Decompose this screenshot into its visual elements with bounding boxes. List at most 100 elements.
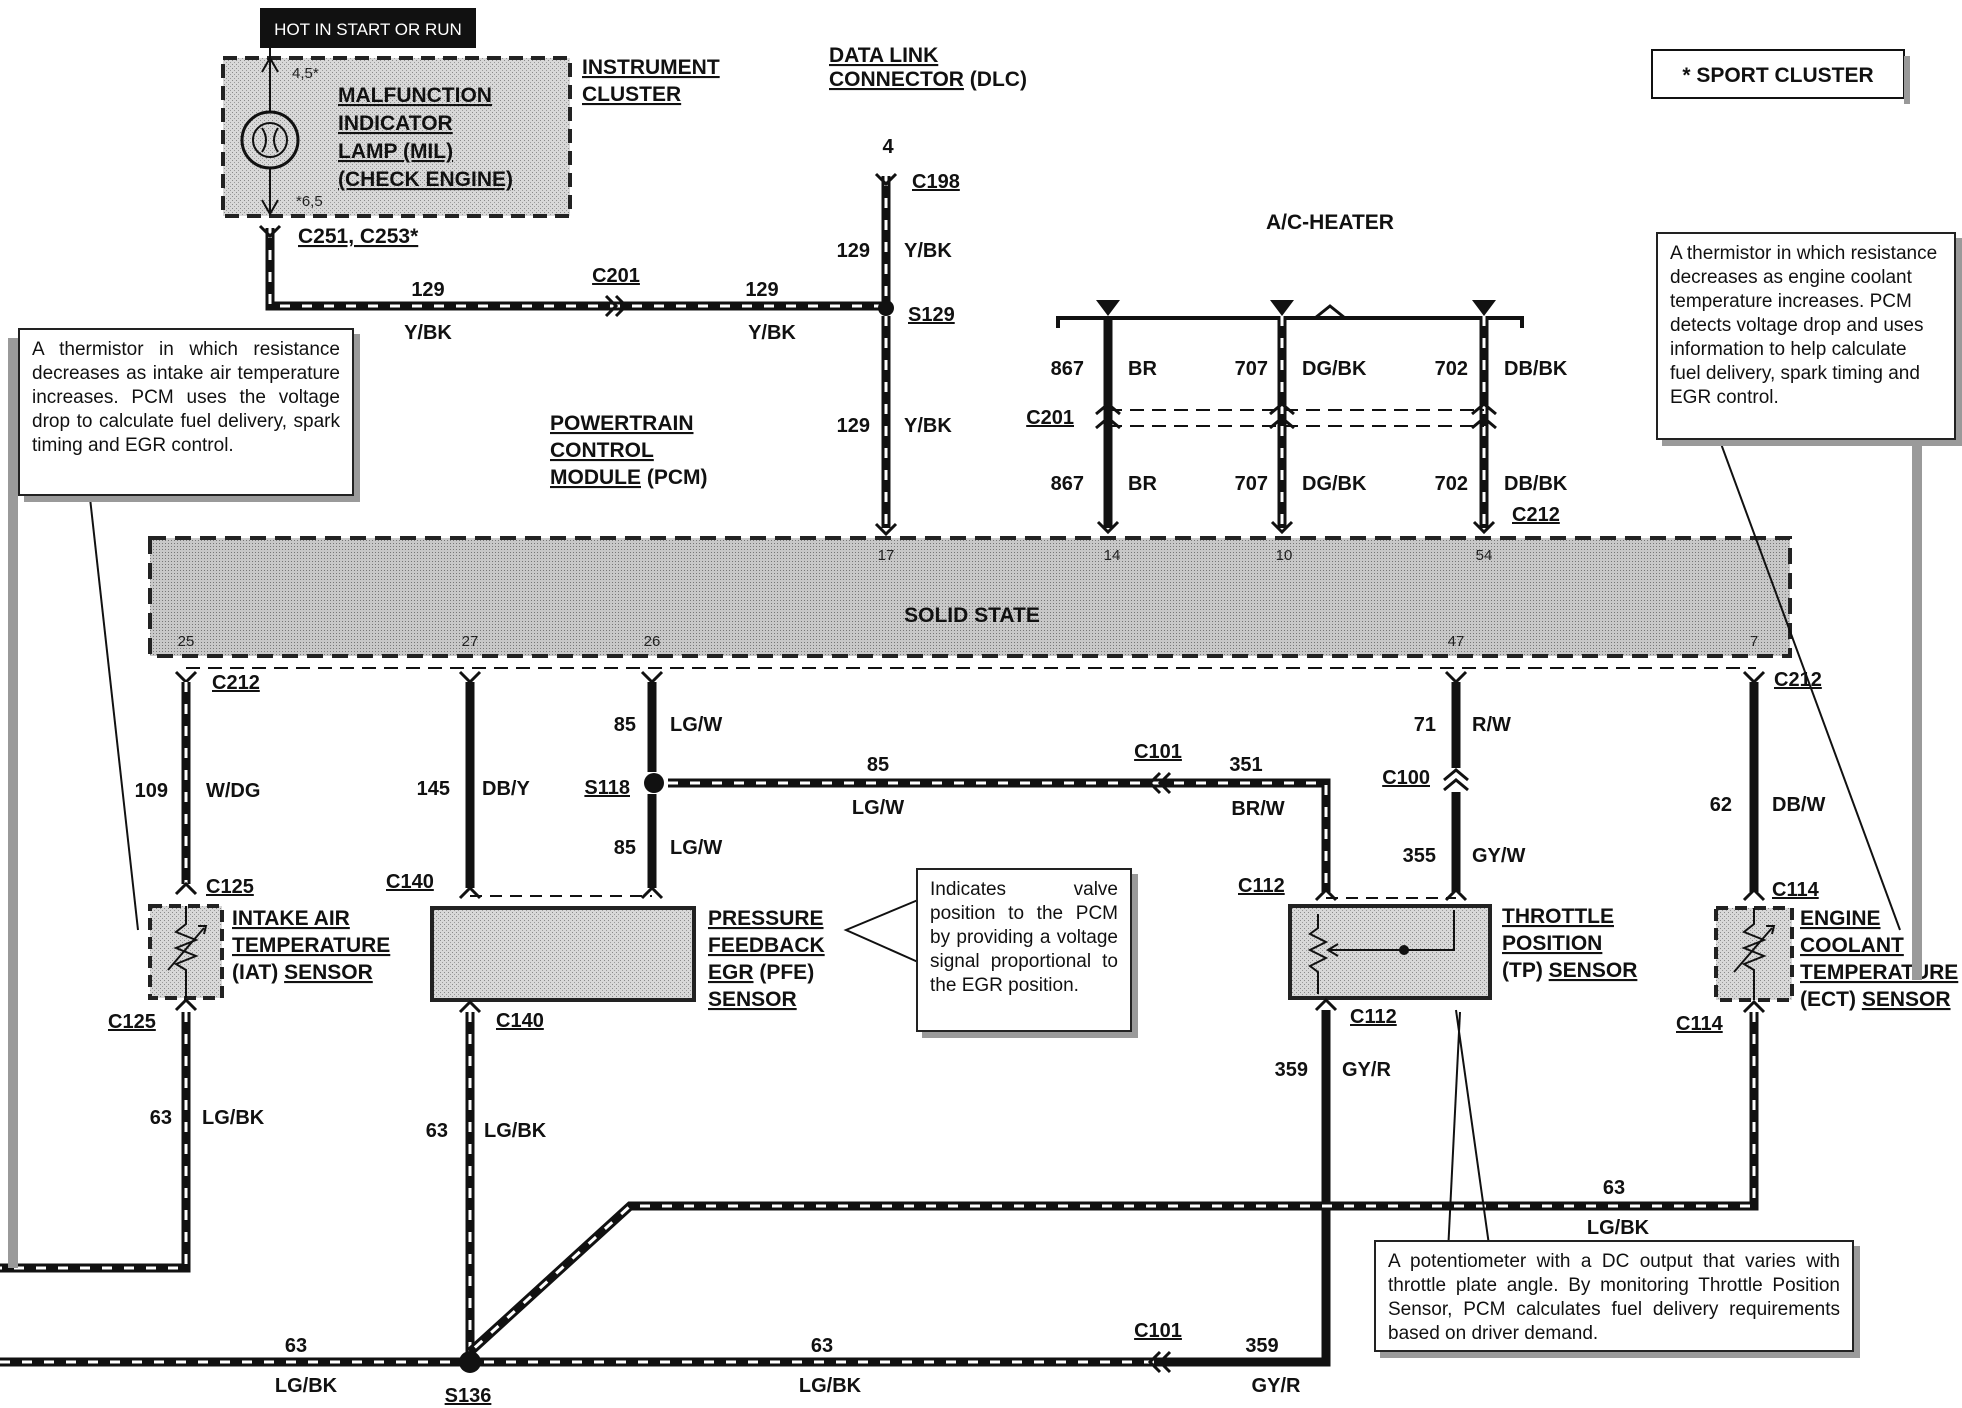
- tp-name-1: THROTTLE: [1502, 905, 1614, 928]
- ac-wire-3-circuit-top: 702: [1435, 358, 1468, 380]
- tp-ground-color: GY/R: [1342, 1059, 1391, 1081]
- pcm-pin-17: 17: [878, 547, 895, 564]
- iat-name-3: (IAT) SENSOR: [232, 961, 373, 984]
- ect-signal-color: DB/W: [1772, 794, 1825, 816]
- ground-left-color: LG/BK: [275, 1375, 338, 1397]
- ect-name-3: TEMPERATURE: [1800, 961, 1958, 984]
- pfe-c140-top: C140: [386, 871, 434, 893]
- pfe-ground-circuit: 63: [426, 1120, 448, 1142]
- ect-thermistor-icon: [1741, 908, 1767, 1000]
- mil-connector: C251, C253*: [298, 225, 419, 248]
- pfe-c140-bottom: C140: [496, 1010, 544, 1032]
- tp-potentiometer-icon: [1307, 914, 1329, 994]
- pcm-pin-54: 54: [1476, 547, 1493, 564]
- pcm-title-1: POWERTRAIN: [550, 412, 694, 435]
- pcm-pin-7: 7: [1750, 633, 1758, 650]
- tp-sensor: 71 R/W C100 355 GY/W C112 THROTTLE POSIT…: [1238, 670, 1637, 1358]
- ref-connector: C101: [1134, 741, 1182, 763]
- pcm-pin-14: 14: [1104, 547, 1121, 564]
- iat-sensor: C212 109 W/DG C125 INTAKE AIR TEMPERATUR…: [0, 670, 390, 1273]
- pcm-pin-47: 47: [1448, 633, 1465, 650]
- c101-ground-connector-icon: [1147, 1350, 1172, 1374]
- dlc-color: Y/BK: [904, 240, 952, 262]
- ac-wire-1-circuit-top: 867: [1051, 358, 1084, 380]
- ac-wire-2-color-top: DG/BK: [1302, 358, 1367, 380]
- tp-c112-bottom: C112: [1350, 1006, 1397, 1028]
- pfe-splice: S118: [584, 777, 630, 799]
- ground-tp-color: GY/R: [1252, 1375, 1301, 1397]
- ac-wire-3-color-bottom: DB/BK: [1504, 473, 1568, 495]
- hot-in-start-banner: HOT IN START OR RUN: [260, 8, 476, 48]
- iat-name-1: INTAKE AIR: [232, 907, 350, 930]
- ground-right-color: LG/BK: [799, 1375, 862, 1397]
- ect-signal-circuit: 62: [1710, 794, 1732, 816]
- pcm-title: POWERTRAIN CONTROL MODULE (PCM): [550, 412, 708, 489]
- data-link-connector: DATA LINK CONNECTOR (DLC) 4 C198 129 Y/B…: [829, 44, 1027, 537]
- pfe-ref-circuit-top: 85: [614, 714, 636, 736]
- mil-label-3: LAMP (MIL): [338, 140, 453, 163]
- ground-tp-circuit: 359: [1245, 1335, 1278, 1357]
- iat-signal-color: W/DG: [206, 780, 260, 802]
- pfe-ref-color-bottom: LG/W: [670, 837, 722, 859]
- ect-sensor: C212 62 DB/W C114 ENGINE COOLANT TEMPERA…: [466, 669, 1958, 1356]
- tp-connector-mid: C100: [1382, 767, 1430, 789]
- pcm-title-3: MODULE (PCM): [550, 466, 708, 489]
- ac-wire-1-color-top: BR: [1128, 358, 1157, 380]
- pcm-dlc-circuit: 129: [837, 415, 870, 437]
- pcm-dlc-color: Y/BK: [904, 415, 952, 437]
- tp-signal-circuit-bottom: 355: [1403, 845, 1436, 867]
- iat-thermistor-icon: [173, 906, 199, 998]
- ac-heater: A/C-HEATER C201 867 BR 707 DG/BK 702 DB/…: [1026, 211, 1568, 535]
- s129-splice-icon: [878, 300, 894, 316]
- ac-wire-2-color-bottom: DG/BK: [1302, 473, 1367, 495]
- pfe-name-3: EGR (PFE): [708, 961, 814, 984]
- pfe-ref-circuit-bottom: 85: [614, 837, 636, 859]
- pcm-pin-25: 25: [178, 633, 195, 650]
- ect-name-2: COOLANT: [1800, 934, 1904, 957]
- mil-wire: 129 Y/BK C201 129 Y/BK: [258, 224, 886, 344]
- pcm-c212-top: C212: [1512, 504, 1560, 526]
- ect-note: A thermistor in which resistance decreas…: [1656, 232, 1956, 440]
- ground-left-circuit: 63: [285, 1335, 307, 1357]
- ref-right-color: BR/W: [1231, 798, 1284, 820]
- pcm-pin-10: 10: [1276, 547, 1293, 564]
- pfe-name-5: SENSOR: [708, 988, 797, 1011]
- pcm-body-label: SOLID STATE: [904, 604, 1040, 627]
- ect-c212: C212: [1774, 669, 1822, 691]
- tp-signal-color-bottom: GY/W: [1472, 845, 1525, 867]
- tp-c112-top: C112: [1238, 875, 1285, 897]
- dlc-title-2: CONNECTOR (DLC): [829, 68, 1027, 91]
- mil-pin-top: 4,5*: [292, 65, 319, 82]
- iat-c125-top: C125: [206, 876, 254, 898]
- tp-name-3: (TP) SENSOR: [1502, 959, 1637, 982]
- s136-splice-icon: [459, 1351, 481, 1373]
- iat-ground-color: LG/BK: [202, 1107, 265, 1129]
- iat-c212: C212: [212, 672, 260, 694]
- ac-wire-1-circuit-bottom: 867: [1051, 473, 1084, 495]
- pfe-sensor: 145 DB/Y 85 LG/W S118 85 LG/W C140 PRESS…: [386, 670, 825, 1352]
- s129-splice: S129: [908, 304, 955, 326]
- ect-ground-color: LG/BK: [1587, 1217, 1650, 1239]
- c201-mil-connector-icon: [604, 294, 629, 318]
- mil-wire-left-circuit: 129: [411, 279, 444, 301]
- tp-name-2: POSITION: [1502, 932, 1602, 955]
- pfe-ground-color: LG/BK: [484, 1120, 547, 1142]
- iat-signal-circuit: 109: [135, 780, 168, 802]
- pcm-pin-26: 26: [644, 633, 661, 650]
- tp-note: A potentiometer with a DC output that va…: [1374, 1240, 1854, 1352]
- tp-signal-circuit-top: 71: [1414, 714, 1436, 736]
- mil-label-1: MALFUNCTION: [338, 84, 492, 107]
- ac-heater-connector: C201: [1026, 407, 1074, 429]
- pcm-title-2: CONTROL: [550, 439, 654, 462]
- ref-left-color: LG/W: [852, 797, 904, 819]
- mil-wire-connector: C201: [592, 265, 640, 287]
- c101-ref-connector-icon: [1147, 771, 1172, 795]
- mil-label-2: INDICATOR: [338, 112, 453, 135]
- cluster-title-2: CLUSTER: [582, 83, 681, 106]
- iat-name-2: TEMPERATURE: [232, 934, 390, 957]
- mil-wire-right-color: Y/BK: [748, 322, 796, 344]
- sport-cluster-legend: * SPORT CLUSTER: [1651, 49, 1910, 104]
- pcm-pin-27: 27: [462, 633, 479, 650]
- ac-wire-2-circuit-top: 707: [1235, 358, 1268, 380]
- ground-connector: C101: [1134, 1320, 1182, 1342]
